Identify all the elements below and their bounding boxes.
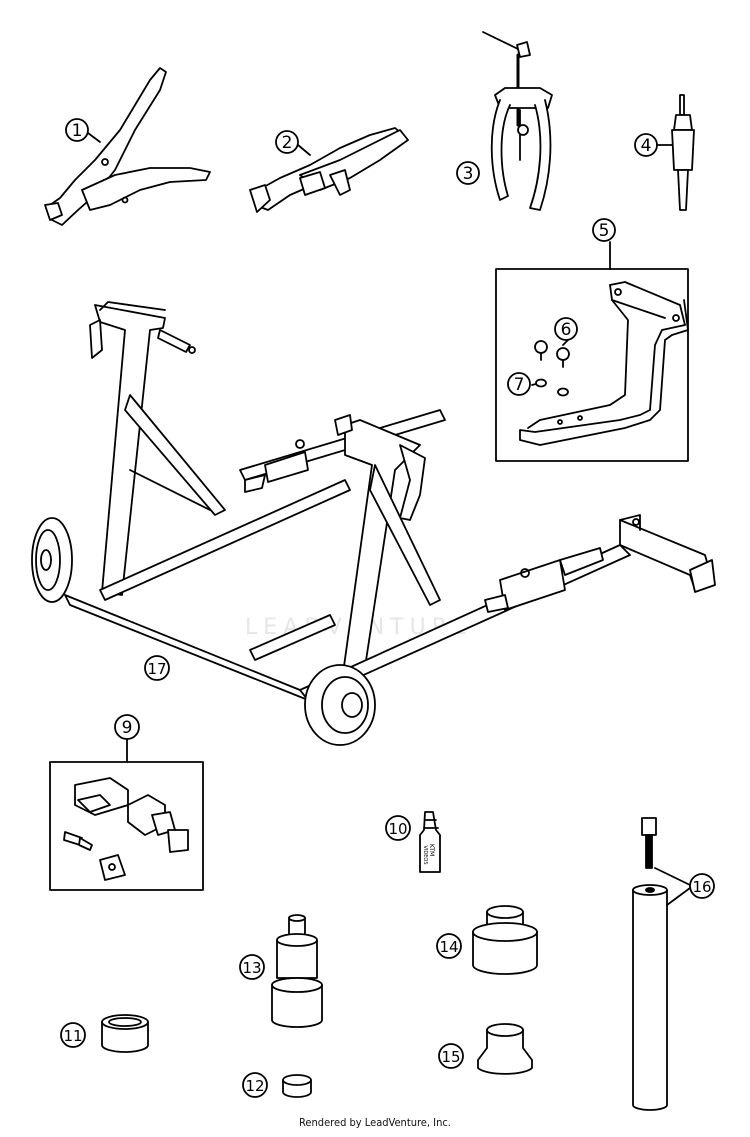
part-9-box <box>49 761 204 891</box>
svg-text:9: 9 <box>122 718 133 738</box>
callout-17: 17 <box>144 655 170 681</box>
bolt-6-icon <box>534 339 570 368</box>
press-tool-14-icon <box>472 905 538 975</box>
callout-5: 5 <box>592 218 616 242</box>
callout-2: 2 <box>275 130 299 154</box>
bracket-5-icon <box>519 281 689 446</box>
clamp-pliers-2-icon <box>249 127 409 213</box>
svg-text:14: 14 <box>439 938 458 956</box>
nut-7-icon <box>531 378 569 397</box>
callout-7: 7 <box>507 372 531 396</box>
slide-hammer-4-icon <box>671 94 695 211</box>
callout-11: 11 <box>60 1022 86 1048</box>
callout-16: 16 <box>689 873 715 899</box>
svg-text:10: 10 <box>388 820 407 838</box>
svg-text:3: 3 <box>463 164 474 184</box>
svg-text:5: 5 <box>599 221 610 241</box>
sleeve-11-icon <box>101 1014 149 1053</box>
footer-credit: Rendered by LeadVenture, Inc. <box>299 1116 451 1129</box>
callout-1: 1 <box>65 118 89 142</box>
puller-3-icon <box>482 31 553 211</box>
bottle-10-icon: KTM VIDEOS <box>419 811 441 873</box>
callout-12: 12 <box>242 1072 268 1098</box>
svg-text:2: 2 <box>282 133 293 153</box>
svg-text:15: 15 <box>441 1048 460 1066</box>
svg-text:1: 1 <box>72 121 83 141</box>
work-stand-17-icon <box>31 301 716 746</box>
svg-text:4: 4 <box>641 136 652 156</box>
callout-9: 9 <box>114 714 140 740</box>
callout-4: 4 <box>634 133 658 157</box>
svg-text:6: 6 <box>561 320 572 340</box>
callout-13: 13 <box>239 954 265 980</box>
pliers-1-icon <box>44 67 211 226</box>
svg-text:11: 11 <box>63 1027 82 1045</box>
svg-text:7: 7 <box>514 375 525 395</box>
svg-text:17: 17 <box>147 660 166 678</box>
rod-16-icon <box>632 817 691 1111</box>
callout-3: 3 <box>456 161 480 185</box>
callout-6: 6 <box>554 317 578 341</box>
stepped-tool-13-icon <box>271 914 323 1028</box>
press-tool-15-icon <box>477 1023 533 1075</box>
callout-10: 10 <box>385 815 411 841</box>
bottle-label-2: VIDEOS <box>422 845 428 864</box>
svg-text:16: 16 <box>692 878 711 896</box>
cap-12-icon <box>282 1074 312 1098</box>
callout-15: 15 <box>438 1043 464 1069</box>
mounting-kit-9-icon <box>63 777 189 881</box>
bottle-label: KTM <box>428 844 435 856</box>
svg-text:12: 12 <box>245 1077 264 1095</box>
callout-14: 14 <box>436 933 462 959</box>
svg-text:13: 13 <box>242 959 261 977</box>
